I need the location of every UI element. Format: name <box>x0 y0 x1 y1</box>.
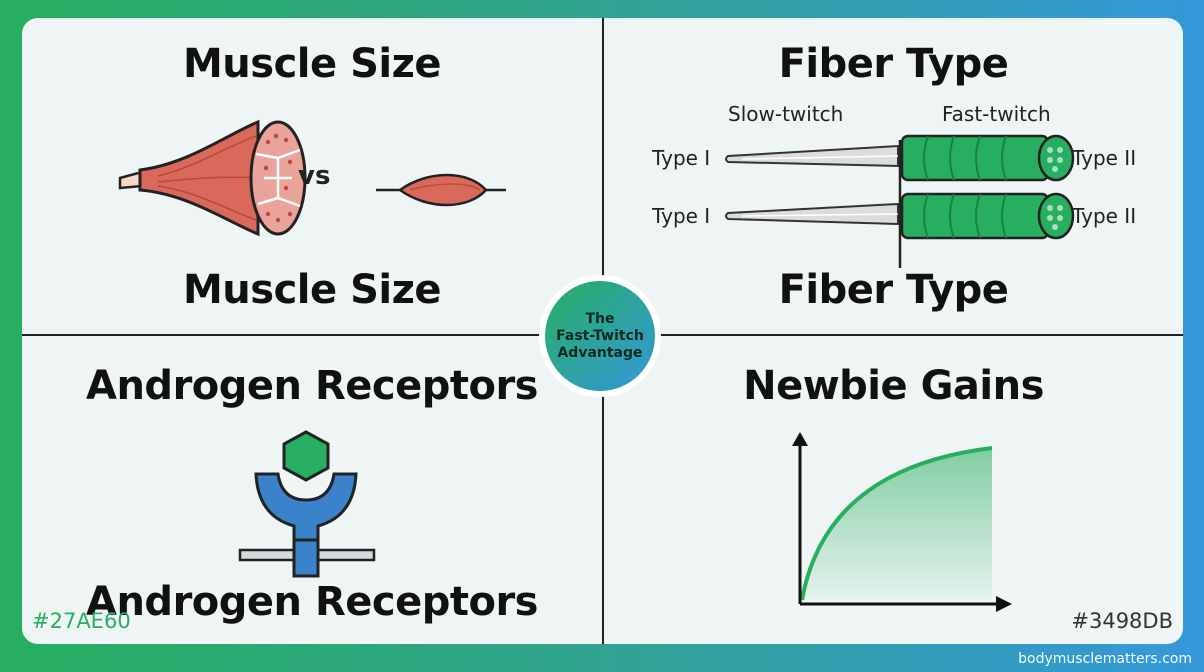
vs-label: vs <box>298 161 331 191</box>
fiber-type-caption: Fiber Type <box>778 267 1009 313</box>
fast-twitch-label: Fast-twitch <box>942 102 1051 126</box>
hormone-hexagon <box>282 430 330 482</box>
fast-twitch-fiber-2 <box>900 192 1075 240</box>
gains-area <box>802 448 992 600</box>
center-badge-circle: The Fast-Twitch Advantage <box>545 281 655 391</box>
center-badge: The Fast-Twitch Advantage <box>539 275 661 397</box>
color-code-green: #27AE60 <box>32 609 131 633</box>
slow-twitch-fiber-2 <box>725 202 899 226</box>
infographic-card: Muscle Size vs Muscle Size Fiber Type Sl… <box>22 18 1183 644</box>
receptor-stem <box>292 538 320 578</box>
androgen-receptor-icon <box>238 430 376 578</box>
muscle-size-title: Muscle Size <box>183 41 442 87</box>
fiber-type-illustration <box>725 134 1075 268</box>
androgen-receptors-title: Androgen Receptors <box>86 363 538 409</box>
badge-line-3: Advantage <box>557 344 643 361</box>
receptor-shape <box>254 472 358 564</box>
x-axis-arrow <box>996 596 1012 612</box>
badge-line-2: Fast-Twitch <box>556 327 644 344</box>
type-ii-label-row2: Type II <box>1072 204 1137 228</box>
newbie-gains-curve <box>792 432 1012 612</box>
type-i-label-row1: Type I <box>652 146 711 170</box>
color-code-blue: #3498DB <box>1071 609 1173 633</box>
fiber-type-title: Fiber Type <box>778 41 1009 87</box>
type-ii-label-row1: Type II <box>1072 146 1137 170</box>
muscle-comparison-illustration <box>118 119 506 237</box>
footer-website: bodymusclematters.com <box>1018 651 1192 667</box>
slow-twitch-label: Slow-twitch <box>728 102 844 126</box>
newbie-gains-title: Newbie Gains <box>743 363 1044 409</box>
slow-twitch-fiber-1 <box>725 144 899 168</box>
badge-line-1: The <box>585 310 615 327</box>
fast-twitch-fiber-1 <box>900 134 1075 182</box>
small-muscle-belly <box>397 173 488 207</box>
gains-line <box>800 446 993 601</box>
muscle-size-caption: Muscle Size <box>183 267 442 313</box>
y-axis-arrow <box>792 432 808 446</box>
androgen-receptors-caption: Androgen Receptors <box>86 579 538 625</box>
type-i-label-row2: Type I <box>652 204 711 228</box>
